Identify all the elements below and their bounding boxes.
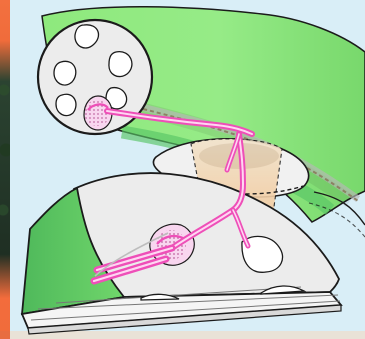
diagram-canvas: [0, 0, 365, 339]
stem-node-diagram: [0, 0, 365, 339]
